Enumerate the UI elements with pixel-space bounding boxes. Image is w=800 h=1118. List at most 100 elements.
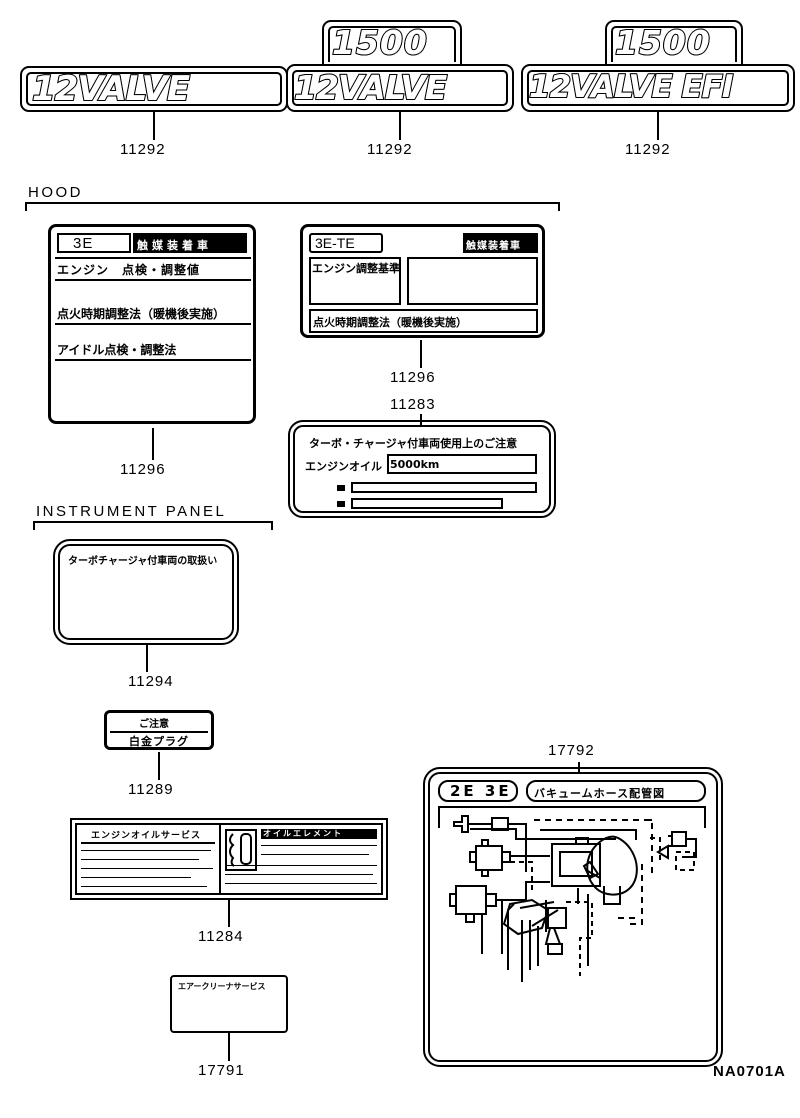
oil-service-right-title: オイルエレメント [263, 829, 343, 838]
part-number-11289: 11289 [128, 781, 174, 798]
part-number-17792: 17792 [548, 742, 595, 759]
turbo-note-bar-1 [351, 482, 537, 493]
leader-line [158, 752, 160, 780]
divider [55, 257, 251, 259]
oil-filter-icon [228, 832, 254, 868]
emblem-sub-text: 1500 [331, 23, 428, 62]
emblem-main-text: 12VALVE [293, 68, 448, 107]
label-oil-service: エンジンオイルサービス オイルエレメント [70, 818, 388, 900]
instrument-bracket-tick-right [271, 521, 273, 530]
section-label-hood: HOOD [28, 184, 83, 201]
label-turbo-handling: ターボチャージャ付車両の取扱い [53, 539, 239, 645]
standard-cell-right [407, 257, 538, 305]
divider [55, 323, 251, 325]
text-line [225, 883, 377, 884]
part-number-11296-a: 11296 [120, 461, 166, 478]
instrument-bracket-tick-left [33, 521, 35, 530]
label-engine-3e: 3E 触媒装着車 エンジン 点検・調整値 点火時期調整法（暖機後実施） アイドル… [48, 224, 256, 424]
leader-line [657, 112, 659, 140]
catalyst-badge-box [463, 233, 538, 253]
text-line [81, 886, 207, 887]
catalyst-badge-text: 触媒装着車 [137, 239, 212, 252]
label-air-cleaner: エアークリーナサービス [170, 975, 288, 1033]
part-number-11284: 11284 [198, 928, 244, 945]
vacuum-hose-schematic [436, 808, 710, 1048]
turbo-field-value: 5000km [390, 458, 440, 471]
vacuum-engine-code-text: 2E 3E [450, 782, 512, 800]
turbo-handling-title: ターボチャージャ付車両の取扱い [68, 556, 218, 567]
engine-code-box [309, 233, 383, 253]
row-text-1: エンジン 点検・調整値 [57, 263, 201, 277]
hood-bracket-tick-left [25, 202, 27, 211]
label-engine-3ete: 3E-TE 触媒装着車 エンジン調整基準 点火時期調整法（暖機後実施） [300, 224, 545, 338]
plug-caution-line2: 白金プラグ [129, 735, 189, 748]
reference-code: NA0701A [713, 1063, 786, 1080]
engine-code-text: 3E [73, 235, 94, 252]
text-line [81, 877, 191, 878]
leader-line [228, 1033, 230, 1061]
text-line [261, 854, 369, 855]
turbo-caution-title: ターボ・チャージャ付車両使用上のご注意 [309, 437, 518, 450]
vacuum-engine-code-box [438, 780, 518, 802]
catalyst-badge-text: 触媒装着車 [466, 241, 521, 252]
leader-line [420, 340, 422, 368]
row-text-3: アイドル点検・調整法 [57, 343, 177, 357]
divider [110, 731, 208, 733]
divider [55, 359, 251, 361]
bottom-row-box [309, 309, 538, 333]
emblem-plate-inner [527, 70, 789, 106]
oil-service-right-header-bar [261, 829, 377, 839]
label-turbo-caution: ターボ・チャージャ付車両使用上のご注意 エンジンオイル 5000km [288, 420, 556, 518]
part-number-11292-b: 11292 [367, 141, 413, 158]
section-label-instrument-panel: INSTRUMENT PANEL [36, 503, 227, 520]
part-number-17791: 17791 [198, 1062, 245, 1079]
engine-code-box [57, 233, 131, 253]
leader-line [399, 112, 401, 140]
bullet-marker [337, 501, 345, 507]
vacuum-inner-frame [438, 806, 706, 828]
part-number-11292-a: 11292 [120, 141, 166, 158]
standard-cell-text: エンジン調整基準 [312, 262, 400, 275]
plug-caution-line1: ご注意 [139, 719, 169, 730]
leader-line [420, 414, 422, 428]
vacuum-title-box [526, 780, 706, 802]
turbo-field-label: エンジンオイル [305, 460, 382, 473]
air-cleaner-title: エアークリーナサービス [178, 982, 266, 991]
hood-bracket-line [25, 202, 560, 204]
text-line [225, 874, 373, 875]
emblem-top-plate-inner [328, 26, 456, 62]
engine-code-text: 3E-TE [315, 235, 355, 251]
instrument-bracket-line [33, 521, 273, 523]
bottom-row-text: 点火時期調整法（暖機後実施） [313, 316, 467, 329]
leader-line [228, 899, 230, 927]
text-line [81, 850, 211, 851]
emblem-plate-inner [26, 72, 282, 106]
part-number-11294: 11294 [128, 673, 174, 690]
label-vacuum-hose: 2E 3E バキュームホース配管図 [423, 767, 723, 1067]
oil-service-left-title: エンジンオイルサービス [91, 831, 202, 841]
emblem-main-text: 12VALVE EFI [528, 69, 734, 105]
leader-line [578, 762, 580, 774]
text-line [81, 868, 213, 869]
turbo-note-bar-2 [351, 498, 503, 509]
bullet-marker [337, 485, 345, 491]
leader-line [152, 428, 154, 460]
leader-line [153, 112, 155, 140]
divider [55, 279, 251, 281]
text-line [225, 865, 377, 866]
part-number-11296-b: 11296 [390, 369, 436, 386]
emblem-main-text: 12VALVE [31, 69, 191, 109]
leader-line [146, 644, 148, 672]
panel-divider [219, 825, 221, 893]
row-text-2: 点火時期調整法（暖機後実施） [57, 307, 226, 321]
hood-bracket-tick-right [558, 202, 560, 211]
label-plug-caution: ご注意 白金プラグ [104, 710, 214, 750]
turbo-field-box [387, 454, 537, 474]
emblem-plate-inner [292, 70, 508, 106]
divider [81, 842, 215, 844]
text-line [261, 845, 377, 846]
part-number-11283: 11283 [390, 396, 436, 413]
text-line [81, 859, 199, 860]
part-number-11292-c: 11292 [625, 141, 671, 158]
